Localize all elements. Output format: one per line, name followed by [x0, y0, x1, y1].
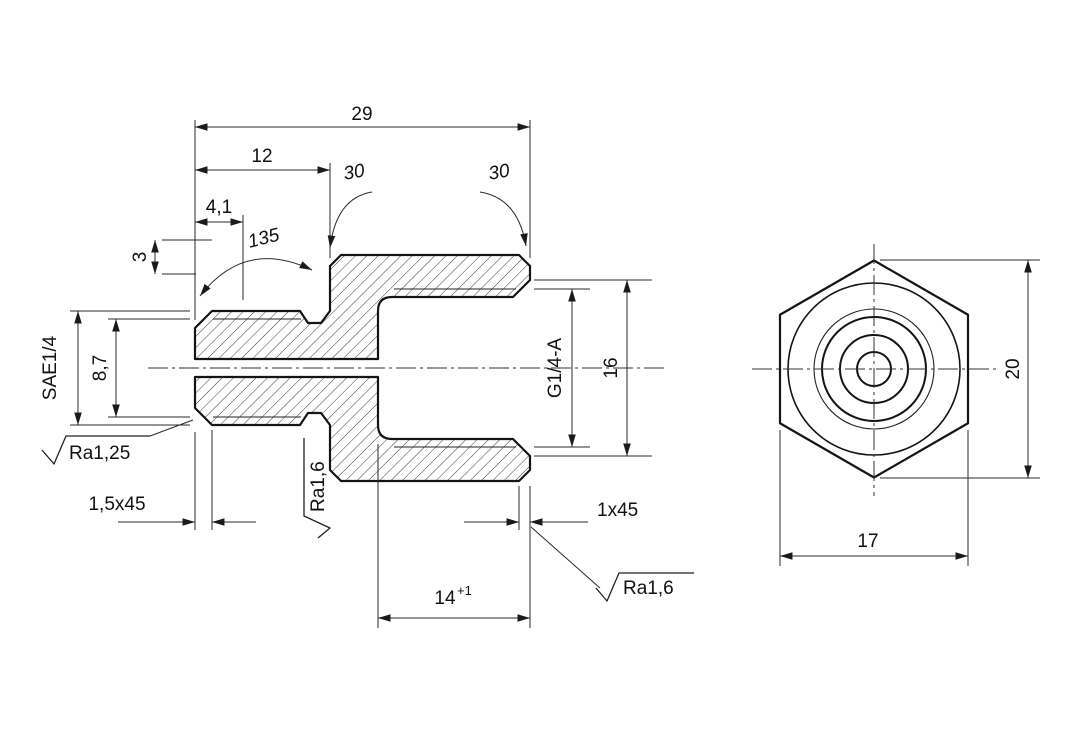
dim-counterbore-diameter-label: 16: [601, 357, 622, 378]
dim-counterbore-diameter: 16: [534, 279, 652, 457]
roughness-check-icon: [595, 572, 694, 602]
dim-across-corners-label: 20: [1003, 358, 1024, 379]
roughness-check-icon: [41, 435, 150, 465]
dim-thread-depth: 14 +1: [377, 444, 531, 628]
dim-chamfer-left: 1,5x45: [88, 430, 256, 530]
dim-external-thread: SAE1/4: [40, 310, 190, 426]
end-view: 20 17: [752, 244, 1040, 566]
dim-chamfer-angle-right: 30: [479, 160, 528, 247]
roughness-thread-label: Ra1,25: [69, 443, 130, 464]
dim-minor-diameter-label: 8,7: [90, 355, 111, 381]
dim-thread-depth-label: 14: [434, 588, 456, 609]
roughness-bore-label: Ra1,6: [623, 578, 674, 599]
roughness-undercut: Ra1,6: [303, 438, 331, 539]
dim-chamfer-left-label: 1,5x45: [88, 494, 145, 515]
dim-chamfer-angle-right-label: 30: [487, 160, 512, 184]
dim-internal-thread: G1/4-A: [534, 288, 590, 448]
dim-thread-depth-tolerance: +1: [457, 583, 472, 598]
dim-minor-diameter: 8,7: [90, 318, 190, 418]
dim-external-thread-label: SAE1/4: [40, 335, 61, 400]
dim-chamfer-angle-left-label: 30: [342, 160, 367, 184]
dim-across-corners: 20: [880, 259, 1040, 479]
roughness-undercut-label: Ra1,6: [308, 461, 329, 512]
dim-undercut-angle: 135: [199, 225, 313, 297]
part-upper-half: [193, 253, 532, 361]
dim-chamfer-right-label: 1x45: [597, 500, 638, 521]
part-lower-half: [193, 375, 532, 483]
dim-overall-length-label: 29: [351, 104, 372, 125]
roughness-bore: Ra1,6: [530, 526, 694, 602]
dim-groove-position-label: 4,1: [206, 197, 232, 218]
roughness-check-icon: [303, 438, 331, 539]
dim-groove-width: 3: [130, 239, 212, 275]
dim-groove-position: 4,1: [195, 197, 244, 300]
dim-undercut-angle-label: 135: [246, 225, 282, 253]
dim-thread-length-label: 12: [251, 146, 272, 167]
roughness-thread: Ra1,25: [41, 419, 194, 465]
dim-across-flats-label: 17: [857, 531, 878, 552]
dim-chamfer-right: 1x45: [464, 486, 638, 530]
dim-chamfer-angle-left: 30: [327, 160, 373, 249]
dim-groove-width-label: 3: [130, 252, 151, 263]
dim-across-flats: 17: [779, 430, 969, 566]
section-view: 29 12 4,1 3 30 30: [40, 104, 694, 628]
dim-internal-thread-label: G1/4-A: [545, 338, 566, 399]
